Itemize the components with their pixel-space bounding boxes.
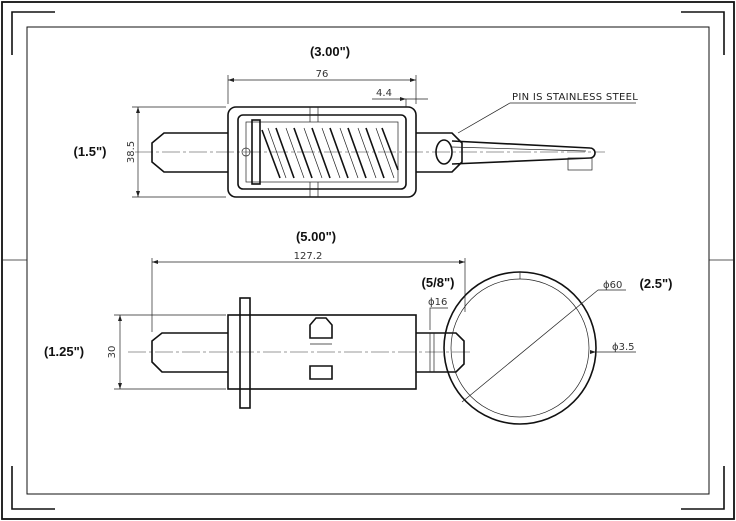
side-height-in: (1.25")	[44, 344, 84, 359]
ring-dia-mm: ϕ60	[603, 280, 622, 291]
top-height-in: (1.5")	[74, 144, 107, 159]
top-gap-mm: 4.4	[376, 88, 392, 99]
wire-dia-mm: ϕ3.5	[612, 342, 635, 353]
top-view: 76 (3.00") 4.4 38.5 (1.5") PIN IS STAINL…	[74, 44, 638, 198]
material-note: PIN IS STAINLESS STEEL	[512, 92, 638, 103]
top-width-mm: 76	[316, 69, 329, 80]
side-height-mm: 30	[107, 346, 118, 359]
side-length-mm: 127.2	[294, 251, 323, 262]
ring-dia-in: (2.5")	[640, 276, 673, 291]
top-height-mm: 38.5	[126, 141, 137, 163]
side-view: 127.2 (5.00") (5/8") ϕ16 ϕ60 (2.5") ϕ3.5…	[44, 229, 673, 425]
pin-dia-in: (5/8")	[422, 275, 455, 290]
top-width-in: (3.00")	[310, 44, 350, 59]
side-length-in: (5.00")	[296, 229, 336, 244]
pin-dia-mm: ϕ16	[428, 297, 447, 308]
